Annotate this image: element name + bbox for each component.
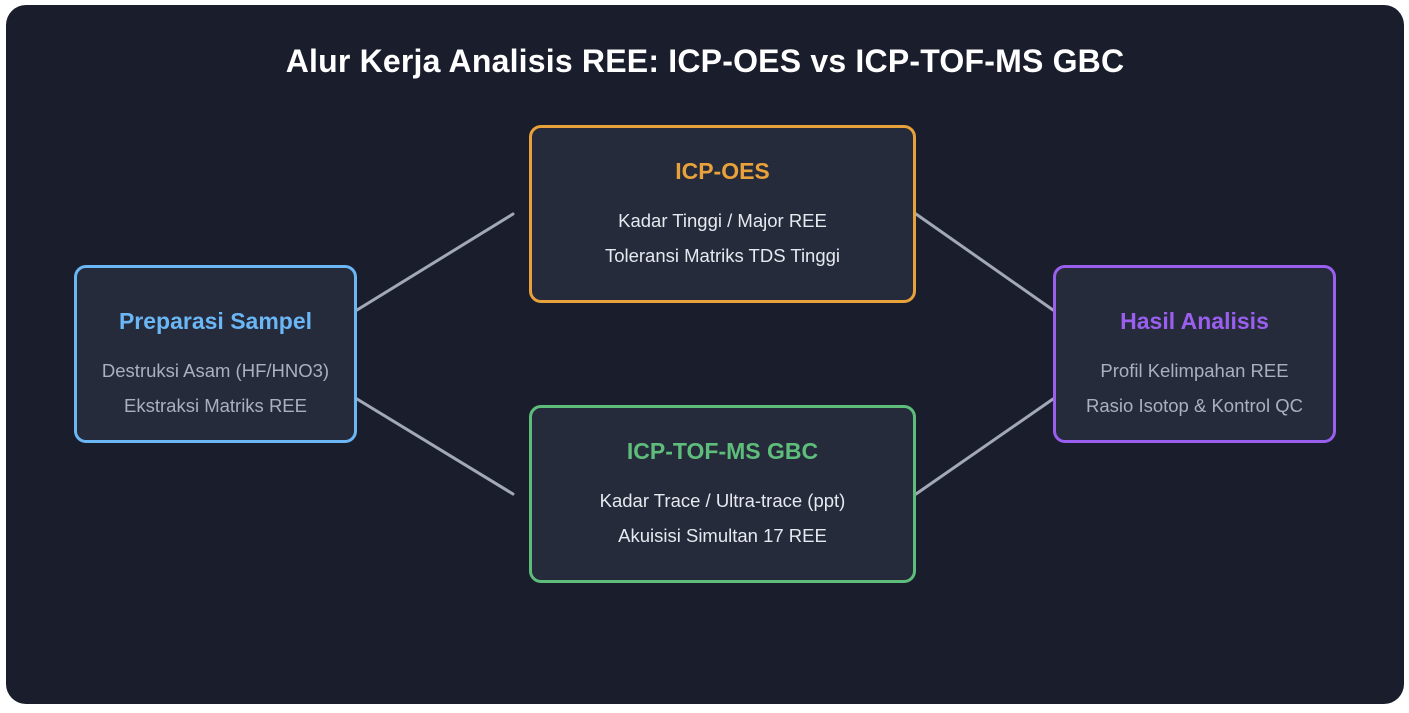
- edge-preparasi-to-icp-oes: [355, 212, 515, 312]
- node-line: Kadar Tinggi / Major REE: [618, 210, 827, 231]
- node-line: Toleransi Matriks TDS Tinggi: [604, 245, 841, 266]
- node-line: Akuisisi Simultan 17 REE: [618, 525, 827, 546]
- node-title: ICP-OES: [675, 158, 770, 184]
- edge-preparasi-to-icp-tof: [355, 397, 515, 496]
- node-title: Hasil Analisis: [1120, 308, 1269, 334]
- node-line: Kadar Trace / Ultra-trace (ppt): [599, 490, 846, 511]
- node-line: Profil Kelimpahan REE: [1100, 360, 1289, 381]
- node-preparasi-sampel: Preparasi Sampel Destruksi Asam (HF/HNO3…: [74, 265, 357, 443]
- node-hasil-analisis: Hasil Analisis Profil Kelimpahan REE Ras…: [1053, 265, 1336, 443]
- node-title: ICP-TOF-MS GBC: [626, 438, 819, 464]
- diagram-title: Alur Kerja Analisis REE: ICP-OES vs ICP-…: [285, 43, 1125, 79]
- node-icp-oes: ICP-OES Kadar Tinggi / Major REE Toleran…: [529, 125, 916, 303]
- node-line: Rasio Isotop & Kontrol QC: [1086, 395, 1303, 416]
- node-title: Preparasi Sampel: [118, 308, 313, 334]
- diagram-canvas: Alur Kerja Analisis REE: ICP-OES vs ICP-…: [6, 5, 1404, 704]
- connector-layer: [355, 212, 1055, 496]
- edge-icp-tof-to-hasil: [914, 397, 1055, 496]
- node-line: Ekstraksi Matriks REE: [124, 395, 307, 416]
- node-line: Destruksi Asam (HF/HNO3): [101, 360, 330, 381]
- edge-icp-oes-to-hasil: [914, 212, 1055, 312]
- node-icp-tof-ms-gbc: ICP-TOF-MS GBC Kadar Trace / Ultra-trace…: [529, 405, 916, 583]
